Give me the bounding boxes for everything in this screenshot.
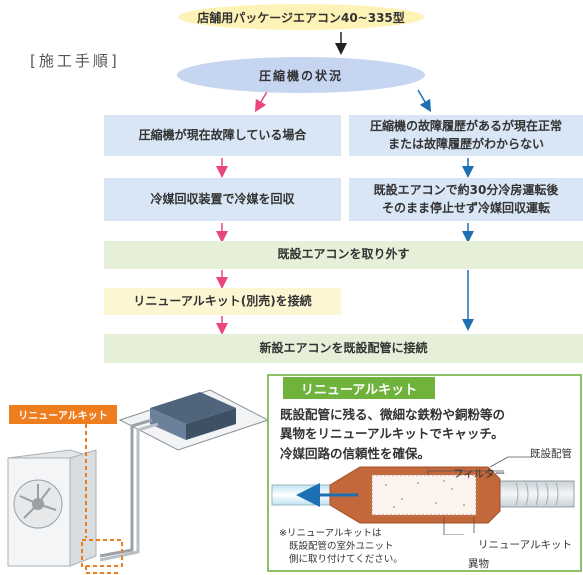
kit-desc-line1: 既設配管に残る、微細な鉄粉や銅粉等の [280, 407, 506, 422]
right-step-1-line1: 圧縮機の故障履歴があるが現在正常 [369, 119, 562, 134]
left-step-2: 冷媒回収装置で冷媒を回収 [104, 178, 341, 221]
label-foreign-matter: 異物 [468, 558, 489, 570]
step-connect-kit-text: リニューアルキット(別売)を接続 [133, 293, 312, 308]
procedure-label: [施工手順] [30, 52, 120, 70]
step-connect-new-text: 新設エアコンを既設配管に接続 [259, 340, 428, 355]
kit-desc-line3: 冷媒回路の信頼性を確保。 [280, 445, 431, 461]
kit-note-line3: 側に取り付けてください。 [289, 553, 403, 565]
step-remove-text: 既設エアコンを取り外す [277, 247, 410, 262]
status-text: 圧縮機の状況 [258, 68, 343, 83]
renewal-kit-tag: リニューアルキット [9, 405, 117, 424]
title-text: 店舗用パッケージエアコン40~335型 [197, 10, 405, 25]
left-step-1-text: 圧縮機が現在故障している場合 [138, 127, 307, 142]
label-filter: フィルター [453, 468, 506, 480]
right-step-2: 既設エアコンで約30分冷房運転後そのまま停止せず冷媒回収運転 [349, 178, 583, 221]
kit-panel-tab-text: リニューアルキット [300, 382, 418, 398]
arrow-blue-1 [417, 89, 432, 113]
step-remove: 既設エアコンを取り外す [104, 241, 583, 269]
kit-desc-line2: 異物をリニューアルキットでキャッチ。 [280, 426, 504, 442]
aircon-illustration [7, 389, 270, 574]
right-step-2-line2: そのまま停止せず冷媒回収運転 [381, 200, 550, 215]
label-existing-pipe: 既設配管 [530, 448, 572, 460]
kit-note-line2: 既設配管の室外ユニット [289, 540, 394, 552]
kit-note-line1: ※リニューアルキットは [279, 528, 382, 539]
left-step-1: 圧縮機が現在故障している場合 [104, 115, 341, 156]
step-connect-new: 新設エアコンを既設配管に接続 [104, 334, 583, 363]
kit-description: 既設配管に残る、微細な鉄粉や銅粉等の 異物をリニューアルキットでキャッチ。 冷媒… [280, 405, 580, 463]
title-oval: 店舗用パッケージエアコン40~335型 [178, 4, 424, 30]
arrow-pink-1 [254, 89, 269, 113]
filter-element [371, 474, 477, 516]
kit-cross-section [271, 456, 575, 535]
label-kit: リニューアルキット [478, 539, 572, 551]
pipe-right [493, 480, 575, 508]
pipe-lines [99, 418, 153, 558]
step-connect-kit: リニューアルキット(別売)を接続 [104, 288, 341, 315]
kit-highlight [81, 539, 123, 567]
kit-note: ※リニューアルキットは 既設配管の室外ユニット 側に取り付けてください。 [279, 528, 403, 566]
right-step-1: 圧縮機の故障履歴があるが現在正常または故障履歴がわからない [349, 115, 583, 156]
renewal-kit-tag-text: リニューアルキット [18, 411, 108, 422]
right-step-1-line2: または故障履歴がわからない [387, 136, 544, 151]
kit-panel-tab: リニューアルキット [283, 377, 435, 399]
right-step-2-line1: 既設エアコンで約30分冷房運転後 [373, 183, 559, 198]
left-step-2-text: 冷媒回収装置で冷媒を回収 [150, 191, 295, 206]
status-oval: 圧縮機の状況 [177, 57, 425, 93]
